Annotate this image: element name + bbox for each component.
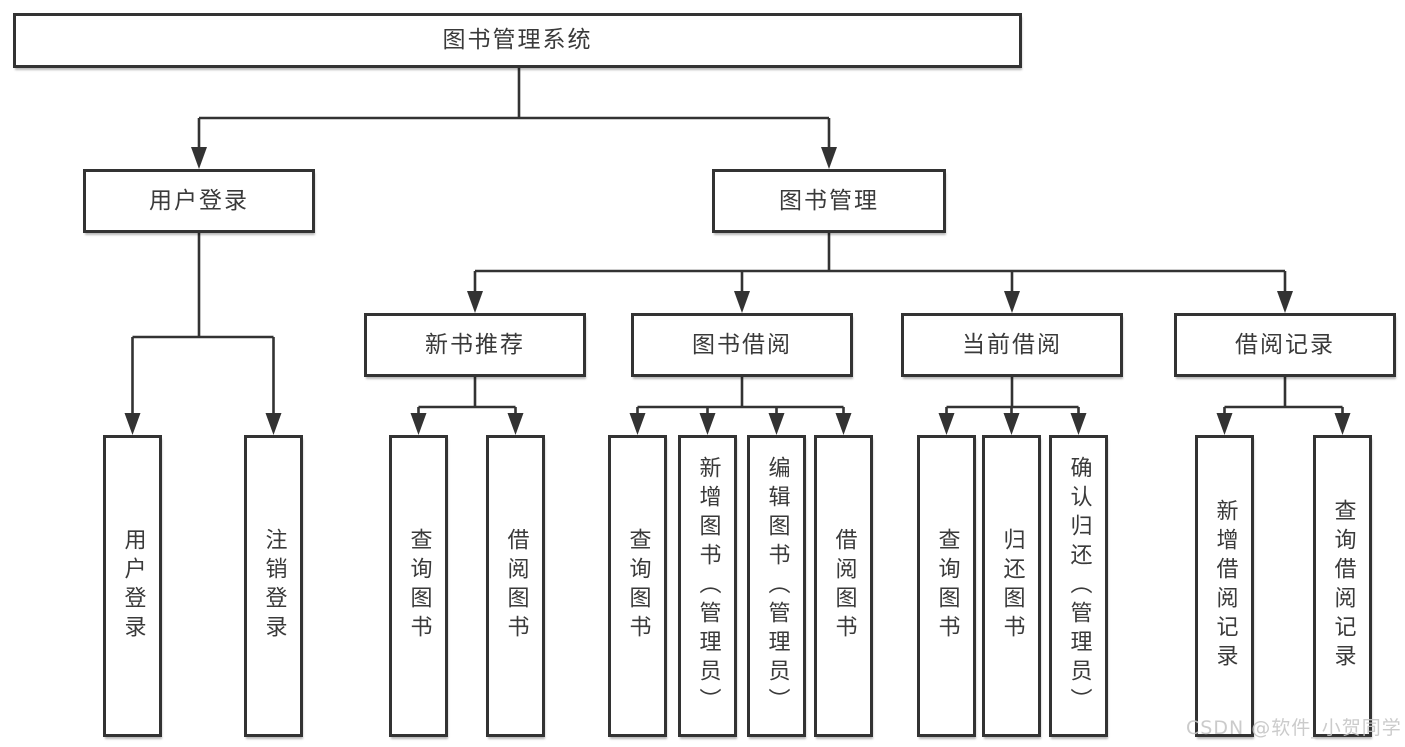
node-label: 确认归还（管理员） — [1066, 455, 1092, 717]
node-user-login-module: 用户登录 — [83, 169, 315, 233]
node-label: 编辑图书（管理员） — [764, 455, 790, 717]
leaf-query-books-borrowing: 查询图书 — [608, 435, 667, 737]
node-label: 借阅图书 — [503, 528, 529, 644]
node-book-management-module: 图书管理 — [712, 169, 946, 233]
node-label: 当前借阅 — [962, 331, 1062, 358]
node-label: 查询图书 — [625, 528, 651, 644]
leaf-user-login: 用户登录 — [103, 435, 162, 737]
leaf-add-book-admin: 新增图书（管理员） — [678, 435, 737, 737]
node-current-borrowing: 当前借阅 — [901, 313, 1123, 377]
node-label: 用户登录 — [149, 187, 249, 214]
leaf-return-books: 归还图书 — [982, 435, 1041, 737]
node-book-borrowing: 图书借阅 — [631, 313, 853, 377]
node-label: 借阅图书 — [831, 528, 857, 644]
node-label: 注销登录 — [261, 528, 287, 644]
leaf-borrow-books-borrowing: 借阅图书 — [814, 435, 873, 737]
node-label: 查询借阅记录 — [1330, 499, 1356, 673]
node-label: 借阅记录 — [1235, 331, 1335, 358]
node-label: 图书借阅 — [692, 331, 792, 358]
leaf-confirm-return-admin: 确认归还（管理员） — [1049, 435, 1108, 737]
leaf-logout: 注销登录 — [244, 435, 303, 737]
node-library-management-system: 图书管理系统 — [13, 13, 1022, 68]
node-new-book-recommendation: 新书推荐 — [364, 313, 586, 377]
node-label: 新增图书（管理员） — [695, 455, 721, 717]
leaf-query-books-recommend: 查询图书 — [389, 435, 448, 737]
node-label: 查询图书 — [406, 528, 432, 644]
leaf-add-borrow-record: 新增借阅记录 — [1195, 435, 1254, 737]
node-label: 用户登录 — [120, 528, 146, 644]
node-label: 图书管理 — [779, 187, 879, 214]
leaf-query-borrow-record: 查询借阅记录 — [1313, 435, 1372, 737]
leaf-borrow-books-recommend: 借阅图书 — [486, 435, 545, 737]
node-label: 查询图书 — [934, 528, 960, 644]
node-borrowing-records: 借阅记录 — [1174, 313, 1396, 377]
leaf-query-books-current: 查询图书 — [917, 435, 976, 737]
node-label: 新增借阅记录 — [1212, 499, 1238, 673]
node-label: 图书管理系统 — [442, 27, 593, 53]
csdn-watermark: CSDN @软件_小贺同学 — [1186, 717, 1402, 739]
leaf-edit-book-admin: 编辑图书（管理员） — [747, 435, 806, 737]
node-label: 新书推荐 — [425, 331, 525, 358]
node-label: 归还图书 — [999, 528, 1025, 644]
